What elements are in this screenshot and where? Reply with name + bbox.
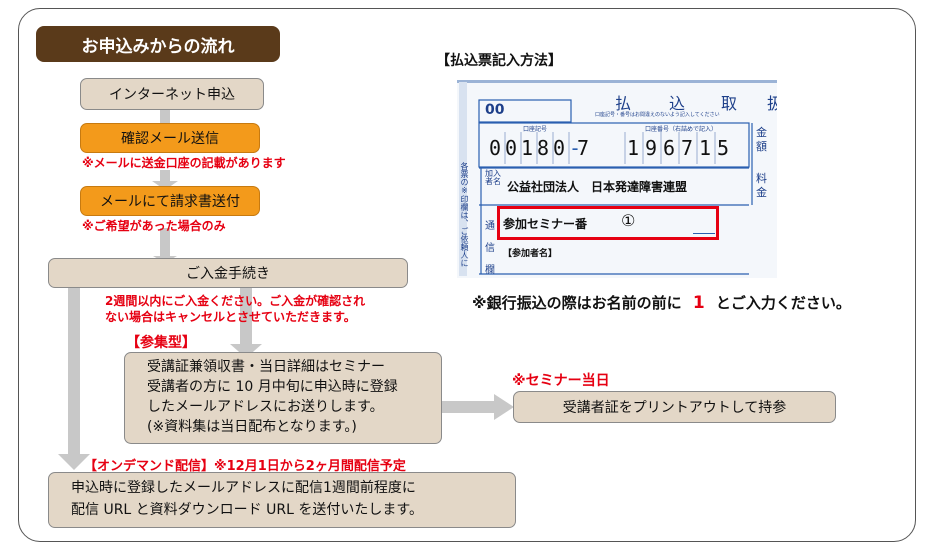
slip-grid <box>459 82 753 276</box>
account-number-digit: 6 <box>663 136 676 160</box>
step2-note: ※メールに送金口座の記載があります <box>82 156 286 170</box>
seminar-day-tag: ※セミナー当日 <box>512 373 610 389</box>
attend-line-4: (※資料集は当日配布となります。) <box>147 419 357 435</box>
account-code-digit: 1 <box>521 136 534 160</box>
account-code-digit: 8 <box>537 136 550 160</box>
ondemand-line-1: 申込時に登録したメールアドレスに配信1週間前程度に <box>71 480 416 496</box>
ondemand-line-2: 配信 URL と資料ダウンロード URL を送付いたします。 <box>71 502 423 518</box>
payee-name: 公益社団法人 日本発達障害連盟 <box>507 180 688 194</box>
account-number-digit: 9 <box>645 136 658 160</box>
seminar-field-label: 参加セミナー番 <box>503 217 588 231</box>
seminar-day-box: 受講者証をプリントアウトして持参 <box>513 391 836 423</box>
bank-transfer-note: ※銀行振込の際はお名前の前に 1 とご入力ください。 <box>472 292 851 313</box>
attend-tag: 【参集型】 <box>126 335 196 351</box>
account-number-digit: 7 <box>681 136 694 160</box>
payment-slip-image: 各票の※印欄は、ご依頼人において 00 払 込 取 扱 口座記号・番号はお間違え… <box>457 80 777 278</box>
bank-note-number: 1 <box>692 293 705 313</box>
step4-note-line2: ない場合はキャンセルとさせていただきます。 <box>105 310 356 324</box>
step-payment: ご入金手続き <box>48 258 408 288</box>
account-code-digit: 0 <box>505 136 518 160</box>
account-code-digit: 0 <box>489 136 502 160</box>
seminar-highlight-box <box>497 206 719 240</box>
payee-label: 加入者名 <box>485 169 501 186</box>
amount-label: 金額 <box>756 126 767 153</box>
slip-kanji-1: 払 <box>615 94 632 113</box>
account-number-digit: 1 <box>627 136 640 160</box>
dash: - <box>569 136 582 160</box>
account-check-digit: 7 <box>577 136 590 160</box>
seminar-underline <box>693 233 715 234</box>
participant-label: 【参加者名】 <box>503 249 558 259</box>
bank-note-before: ※銀行振込の際はお名前の前に <box>472 294 682 312</box>
slip-code-caption: 口座記号 <box>523 126 548 133</box>
attend-line-2: 受講者の方に 10 月中旬に申込時に登録 <box>147 379 398 395</box>
step-internet-application: インターネット申込 <box>80 78 264 110</box>
bank-note-after: とご入力ください。 <box>715 294 851 312</box>
step-invoice-email: メールにて請求書送付 <box>80 186 260 216</box>
slip-kanji-3: 取 <box>721 94 738 113</box>
slip-tiny-caption: 口座記号・番号はお間違えのないよう記入してください <box>595 112 720 118</box>
fee-label: 料金 <box>756 172 767 199</box>
seminar-number: ① <box>621 211 636 230</box>
step3-note: ※ご希望があった場合のみ <box>82 219 226 233</box>
comm-label: 通信欄 <box>485 221 495 276</box>
step4-note-line1: 2週間以内にご入金ください。ご入金が確認され <box>105 294 366 308</box>
account-number-digit: 5 <box>717 136 730 160</box>
ondemand-tag: 【オンデマンド配信】※12月1日から2ヶ月間配信予定 <box>84 459 406 474</box>
slip-heading: 【払込票記入方法】 <box>436 53 562 69</box>
account-code-digit: 0 <box>553 136 566 160</box>
step-confirmation-email: 確認メール送信 <box>80 123 260 153</box>
ondemand-box: 申込時に登録したメールアドレスに配信1週間前程度に 配信 URL と資料ダウンロ… <box>48 472 516 528</box>
attend-line-1: 受講証兼領収書・当日詳細はセミナー <box>147 359 385 375</box>
slip-box-00: 00 <box>485 102 505 118</box>
slip-kanji-2: 込 <box>669 94 686 113</box>
slip-kanji-4: 扱 <box>767 94 777 113</box>
slip-vertical-left: 各票の※印欄は、ご依頼人において <box>459 162 469 267</box>
attend-box: 受講証兼領収書・当日詳細はセミナー 受講者の方に 10 月中旬に申込時に登録 し… <box>124 352 442 444</box>
account-number-digit: 1 <box>699 136 712 160</box>
slip-number-caption: 口座番号（右詰めで記入） <box>645 126 718 133</box>
flow-title: お申込みからの流れ <box>36 26 280 62</box>
attend-line-3: したメールアドレスにお送りします。 <box>147 399 384 415</box>
